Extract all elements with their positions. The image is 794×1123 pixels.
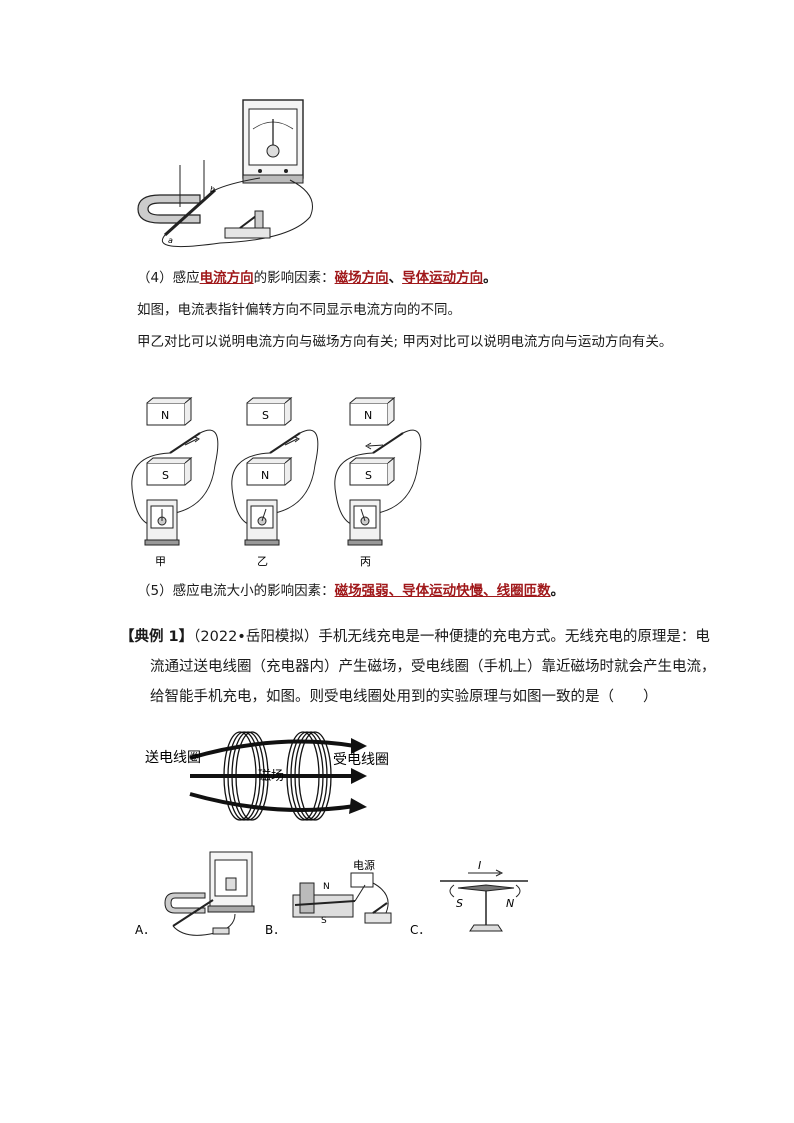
section4-mid: 的影响因素： [253,270,335,286]
pole-bottom: N [261,469,269,482]
section4-term: 电流方向 [199,270,254,286]
coil-right-label: 受电线圈 [333,752,389,768]
section5-prefix: （5）感应电流大小的影响因素： [137,583,335,599]
label-b: b [210,185,215,194]
pole-n: N [323,882,330,892]
caption: 乙 [257,555,268,568]
section4-prefix: （4）感应 [137,270,200,286]
caption: 丙 [360,555,371,568]
caption: 甲 [155,555,166,568]
power-label: 电源 [353,858,375,872]
example-line3: 给智能手机充电，如图。则受电线圈处用到的实验原理与如图一致的是（ ） [150,689,658,705]
section5-end: 。 [550,583,565,599]
needle-s: S [456,897,463,910]
coil-left-label: 送电线圈 [145,750,201,766]
section4-factor1: 磁场方向 [334,270,389,286]
section5-line: （5）感应电流大小的影响因素：磁场强弱、导体运动快慢、线圈匝数。 [137,581,564,601]
example-tag: 【典例 1】 [120,629,194,645]
pole-top: S [262,409,269,422]
section5-factors: 磁场强弱、导体运动快慢、线圈匝数 [334,583,551,599]
coil-figure: 送电线圈 磁场 受电线圈 [145,728,405,828]
example-line2: 流通过送电线圈（充电器内）产生磁场，受电线圈（手机上）靠近磁场时就会产生电流， [150,659,716,675]
option-b[interactable]: 电源 N S B． [265,855,405,940]
example-line1: 【典例 1】（2022•岳阳模拟）手机无线充电是一种便捷的充电方式。无线充电的原… [120,626,710,648]
paragraph-1: 如图，电流表指针偏转方向不同显示电流方向的不同。 [137,302,461,318]
example-text-1: 手机无线充电是一种便捷的充电方式。无线充电的原理是：电 [318,629,710,645]
induction-setup-drawing: a b [137,99,313,248]
current-label: I [478,859,481,872]
setup-bing: N S 丙 [328,393,428,570]
section4-sep: 、 [388,270,403,286]
pole-top: N [161,409,169,422]
setup-yi: S N 乙 [225,395,325,570]
pole-bottom: S [162,469,169,482]
example-source: （2022•岳阳模拟） [193,629,319,645]
section4-factor2: 导体运动方向 [402,270,484,286]
option-letter: B． [265,923,285,937]
option-c[interactable]: I S N C． [410,855,535,940]
option-letter: A． [135,923,155,937]
coil-center-label: 磁场 [258,769,284,784]
label-a: a [168,236,173,245]
pole-top: N [364,409,372,422]
pole-s: S [321,916,327,926]
figure-induction-setup: a b [130,95,350,248]
needle-n: N [506,897,514,910]
option-letter: C． [410,923,430,937]
option-a[interactable]: A． [135,848,260,940]
setup-jia: N S 甲 [125,395,225,570]
section4-end: 。 [483,270,497,286]
section4-line: （4）感应电流方向的影响因素：磁场方向、导体运动方向。 [137,268,497,288]
pole-bottom: S [365,469,372,482]
paragraph-2: 甲乙对比可以说明电流方向与磁场方向有关; 甲丙对比可以说明电流方向与运动方向有关… [137,334,673,350]
